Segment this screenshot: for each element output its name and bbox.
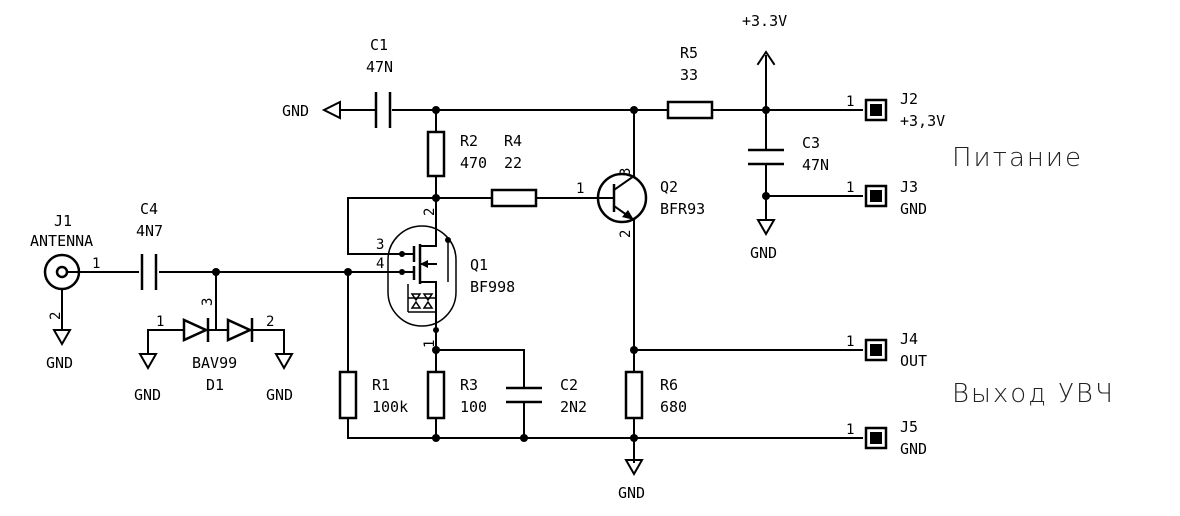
gnd-label-d1-right: GND <box>266 386 293 404</box>
q1-value: BF998 <box>470 278 515 296</box>
gnd-symbol-d1-left: GND <box>134 353 161 404</box>
j1-value: ANTENNA <box>30 232 93 250</box>
j3-pin: 1 <box>846 180 854 196</box>
r3-value: 100 <box>460 398 487 416</box>
d1-pin-cathode: 2 <box>266 314 274 330</box>
j2-ref: J2 <box>900 90 918 108</box>
gnd-label-j1: GND <box>46 354 73 372</box>
r2-value: 470 <box>460 154 487 172</box>
c1-ref: C1 <box>370 36 388 54</box>
mosfet-q1[interactable]: Q1 BF998 3 4 2 1 <box>376 208 515 348</box>
r1-ref: R1 <box>372 376 390 394</box>
resistor-r4[interactable]: R4 22 <box>490 132 538 208</box>
q2-pin-emitter: 2 <box>618 230 634 238</box>
q2-value: BFR93 <box>660 200 705 218</box>
q2-pin-collector: 3 <box>618 168 634 176</box>
power-section-note: Питание <box>952 143 1083 173</box>
d1-pin-common: 3 <box>200 298 216 306</box>
q1-pin-source: 1 <box>422 340 438 348</box>
j1-pin-shield: 2 <box>48 312 64 320</box>
j3-value: GND <box>900 200 927 218</box>
capacitor-c2[interactable]: C2 2N2 <box>506 376 587 416</box>
connector-j4[interactable]: 1 J4 OUT <box>846 330 927 370</box>
output-section-note: Выход УВЧ <box>952 379 1115 409</box>
diode-d1[interactable]: BAV99 D1 1 2 3 <box>156 298 274 394</box>
c2-ref: C2 <box>560 376 578 394</box>
gnd-symbol-left: GND <box>282 100 341 120</box>
resistor-r3[interactable]: R3 100 <box>426 370 487 420</box>
j5-pin: 1 <box>846 422 854 438</box>
connector-j3[interactable]: 1 J3 GND <box>846 178 927 218</box>
c4-value: 4N7 <box>136 222 163 240</box>
q2-ref: Q2 <box>660 178 678 196</box>
j4-pin: 1 <box>846 334 854 350</box>
vcc-label: +3.3V <box>742 12 787 30</box>
q1-pin-drain: 2 <box>422 208 438 216</box>
r4-value: 22 <box>504 154 522 172</box>
j1-pin-signal: 1 <box>92 256 100 272</box>
connector-j2[interactable]: 1 J2 +3,3V <box>846 90 945 130</box>
r1-value: 100k <box>372 398 408 416</box>
q1-ref: Q1 <box>470 256 488 274</box>
j5-ref: J5 <box>900 418 918 436</box>
connector-j1[interactable]: J1 ANTENNA 1 2 <box>30 212 100 320</box>
resistor-r6[interactable]: R6 680 <box>624 370 687 420</box>
j4-ref: J4 <box>900 330 918 348</box>
r2-ref: R2 <box>460 132 478 150</box>
r5-ref: R5 <box>680 44 698 62</box>
d1-value: BAV99 <box>192 354 237 372</box>
gnd-symbol-j1: GND <box>46 329 73 372</box>
q1-pin-gate1: 4 <box>376 256 384 272</box>
c3-value: 47N <box>802 156 829 174</box>
gnd-label-c3: GND <box>750 244 777 262</box>
gnd-label-c1: GND <box>282 102 309 120</box>
resistor-r1[interactable]: R1 100k <box>338 370 408 420</box>
c3-ref: C3 <box>802 134 820 152</box>
resistor-r2[interactable]: R2 470 <box>426 130 487 178</box>
vcc-symbol: +3.3V <box>742 12 787 66</box>
capacitor-c3[interactable]: C3 47N <box>748 134 829 174</box>
r4-ref: R4 <box>504 132 522 150</box>
connector-j5[interactable]: 1 J5 GND <box>846 418 927 458</box>
j4-value: OUT <box>900 352 927 370</box>
j3-ref: J3 <box>900 178 918 196</box>
q2-pin-base: 1 <box>576 181 584 197</box>
r6-ref: R6 <box>660 376 678 394</box>
resistor-r5[interactable]: R5 33 <box>666 44 714 120</box>
junction-dots <box>212 106 770 442</box>
gnd-symbol-main: GND <box>618 459 645 502</box>
gnd-symbol-d1-right: GND <box>266 353 294 404</box>
c2-value: 2N2 <box>560 398 587 416</box>
q1-pin-gate2: 3 <box>376 237 384 253</box>
j2-pin: 1 <box>846 94 854 110</box>
j2-value: +3,3V <box>900 112 945 130</box>
r5-value: 33 <box>680 66 698 84</box>
r6-value: 680 <box>660 398 687 416</box>
gnd-symbol-c3: GND <box>750 219 777 262</box>
gnd-label-d1-left: GND <box>134 386 161 404</box>
d1-pin-anode: 1 <box>156 314 164 330</box>
j5-value: GND <box>900 440 927 458</box>
gnd-label-main: GND <box>618 484 645 502</box>
j1-ref: J1 <box>54 212 72 230</box>
d1-ref: D1 <box>206 376 224 394</box>
capacitor-c1[interactable]: C1 47N <box>366 36 393 128</box>
capacitor-c4[interactable]: C4 4N7 <box>136 200 163 290</box>
transistor-q2[interactable]: Q2 BFR93 1 3 2 <box>576 168 705 238</box>
c1-value: 47N <box>366 58 393 76</box>
r3-ref: R3 <box>460 376 478 394</box>
c4-ref: C4 <box>140 200 158 218</box>
